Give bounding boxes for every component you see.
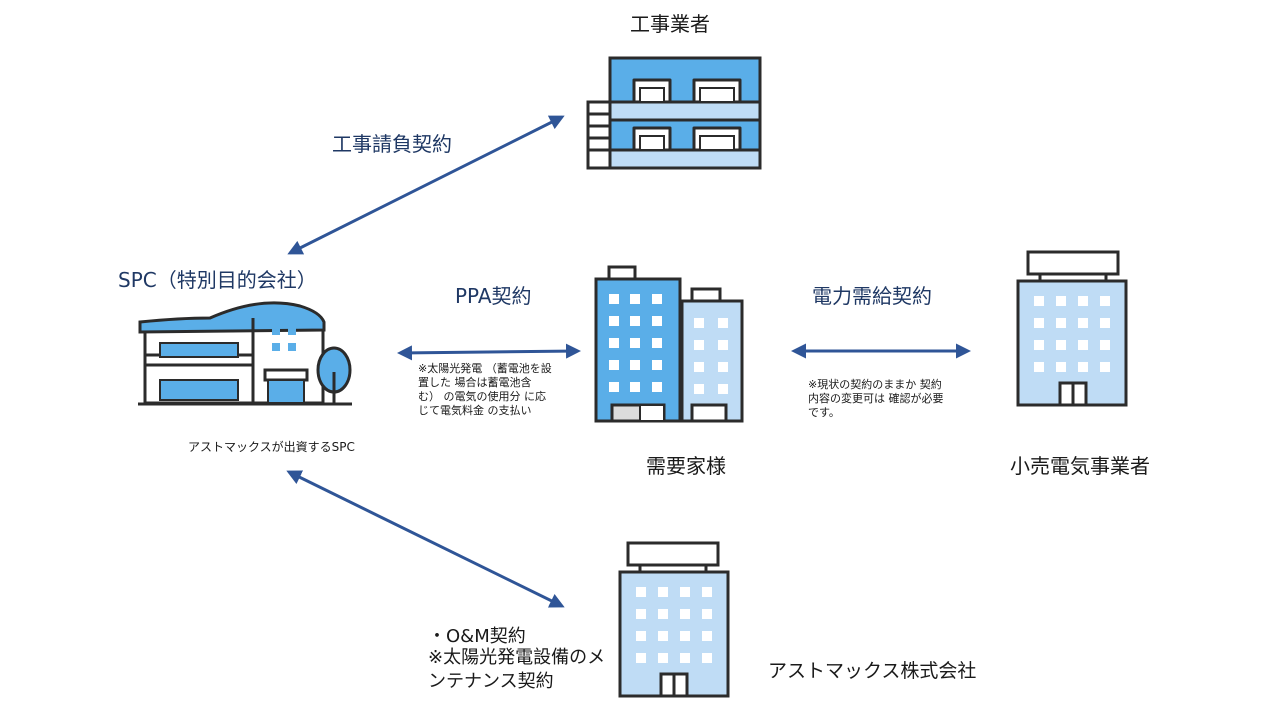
arrow-construction bbox=[287, 115, 565, 255]
node-astmax-label: アストマックス株式会社 bbox=[768, 660, 977, 682]
node-customer-label: 需要家様 bbox=[646, 454, 726, 478]
arrow-ppa bbox=[397, 343, 581, 361]
edge-construction-label: 工事請負契約 bbox=[332, 132, 452, 156]
edge-ppa-label: PPA契約 bbox=[455, 284, 532, 308]
arrow-om bbox=[286, 470, 565, 608]
node-retailer-label: 小売電気事業者 bbox=[1010, 454, 1150, 478]
edge-supply-label: 電力需給契約 bbox=[812, 284, 932, 308]
astmax-building-icon bbox=[618, 541, 730, 698]
edge-om-note: ※太陽光発電設備のメンテナンス契約 bbox=[428, 647, 606, 692]
edge-om-label: ・O&M契約 bbox=[428, 626, 526, 647]
retailer-building-icon bbox=[1016, 250, 1128, 407]
edge-ppa-note: ※太陽光発電 （蓄電池を設置した 場合は蓄電池含む） の電気の使用分 に応じて電… bbox=[418, 362, 552, 417]
customer-building-icon bbox=[594, 265, 744, 423]
node-spc-label: SPC（特別目的会社） bbox=[118, 268, 317, 292]
spc-building-icon bbox=[138, 301, 352, 406]
node-spc-note: アストマックスが出資するSPC bbox=[188, 440, 355, 454]
edge-supply-note: ※現状の契約のままか 契約内容の変更可は 確認が必要です。 bbox=[808, 378, 944, 419]
node-contractor-label: 工事業者 bbox=[630, 12, 710, 36]
contractor-building-icon bbox=[586, 56, 762, 170]
